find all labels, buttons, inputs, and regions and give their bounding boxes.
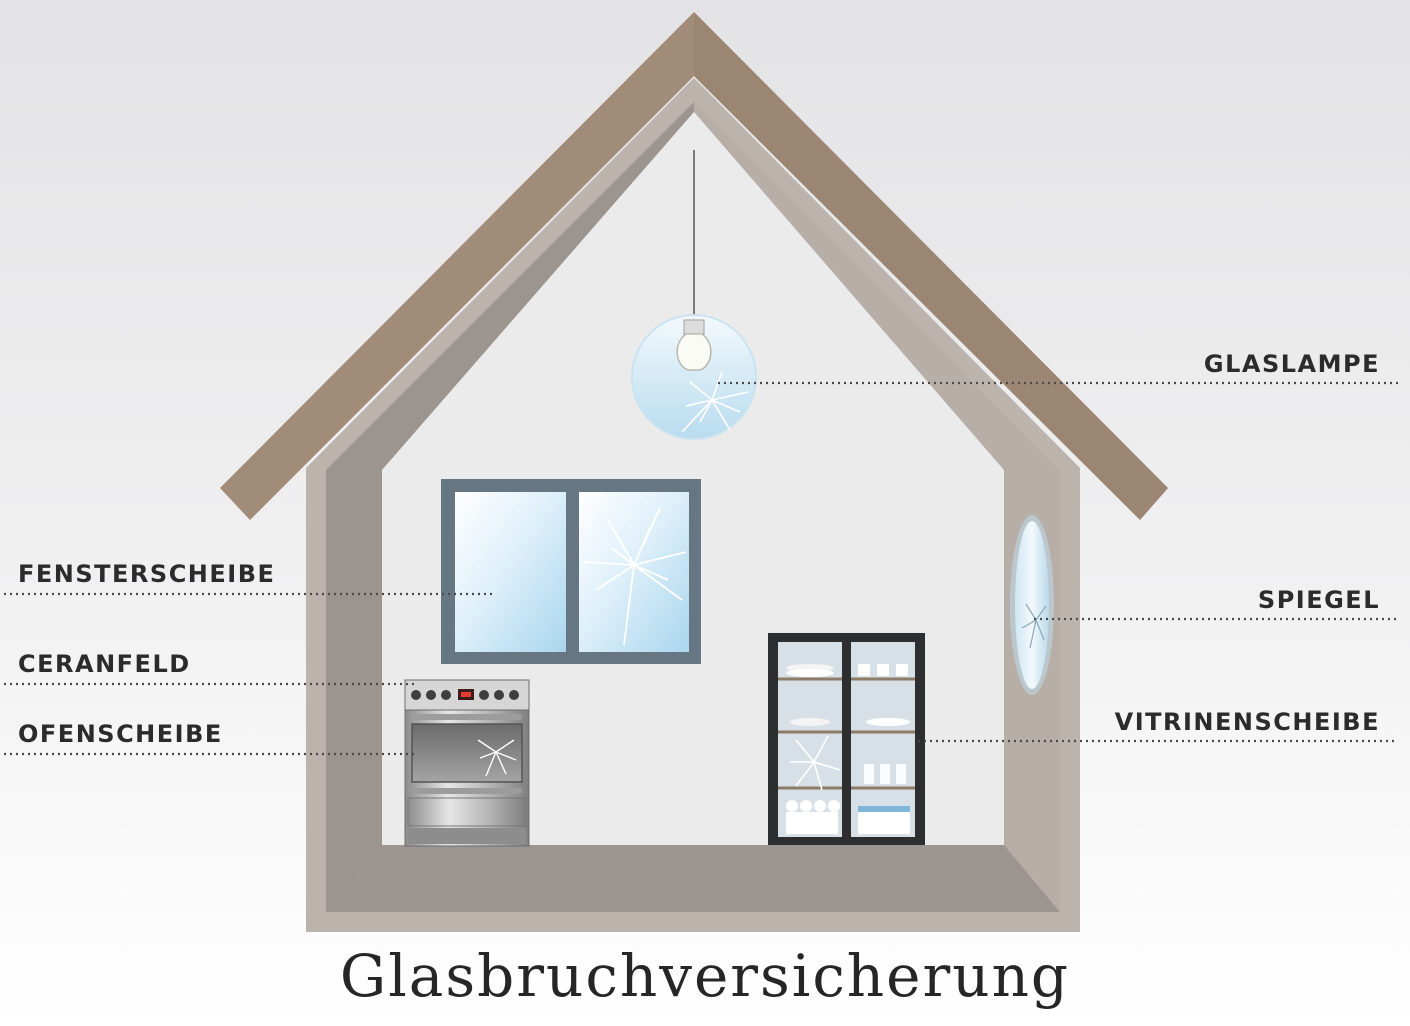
crack-icon	[583, 507, 687, 646]
glass-cabinet-icon	[768, 633, 925, 845]
crack-icon	[1021, 603, 1047, 649]
glass-lamp-icon	[631, 150, 757, 440]
label-vitrinenscheibe: VITRINENSCHEIBE	[1114, 708, 1380, 736]
crack-icon	[790, 735, 841, 791]
crack-icon	[477, 739, 517, 777]
label-fensterscheibe: FENSTERSCHEIBE	[18, 560, 276, 588]
label-glaslampe: GLASLAMPE	[1203, 350, 1380, 378]
crack-icon	[681, 371, 749, 433]
label-ofenscheibe: OFENSCHEIBE	[18, 720, 223, 748]
label-spiegel: SPIEGEL	[1257, 586, 1380, 614]
label-ceranfeld: CERANFELD	[18, 650, 191, 678]
inner-wall-left	[326, 102, 694, 912]
oval-mirror-icon	[1010, 515, 1054, 695]
window-icon	[441, 479, 701, 664]
floor	[326, 845, 1060, 912]
roof	[220, 12, 1168, 520]
stove-icon	[404, 679, 530, 847]
page-title: Glasbruchversicherung	[339, 942, 1071, 1010]
inner-wall-right	[694, 102, 1060, 912]
